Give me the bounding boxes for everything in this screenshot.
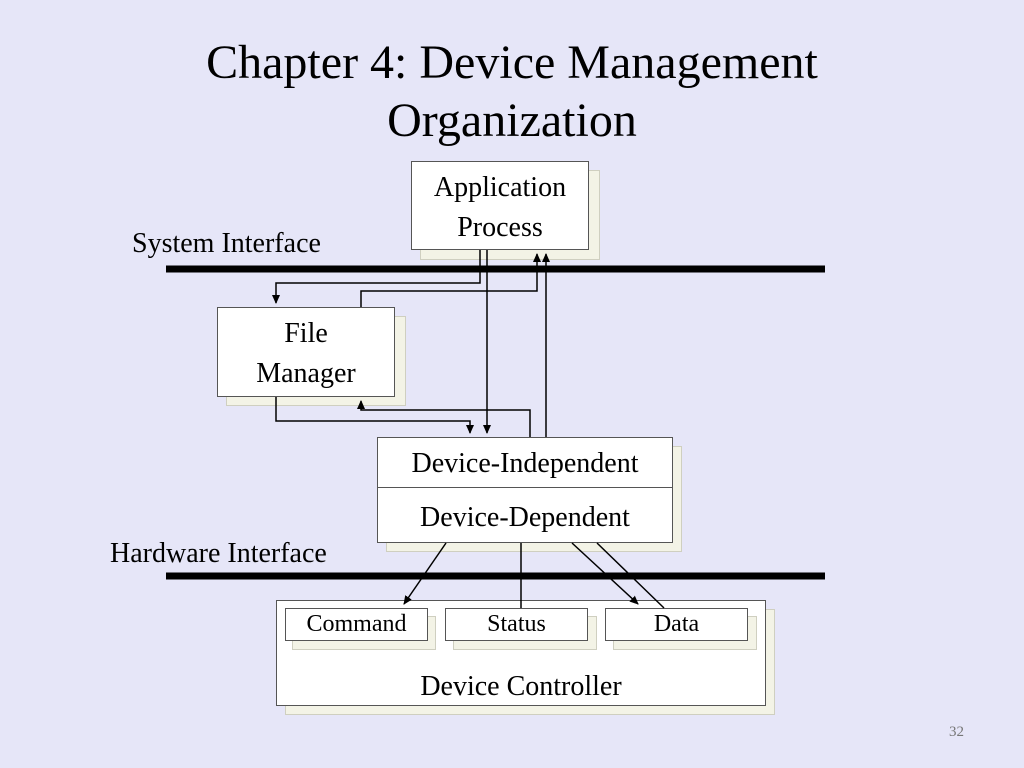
data-register: Data [605, 608, 748, 641]
file-manager-line-2: Manager [256, 358, 356, 389]
driver-to-data-arrow [571, 542, 639, 605]
system-interface-label: System Interface [132, 228, 321, 259]
page-number: 32 [949, 724, 964, 740]
application-process-line-2: Process [457, 212, 543, 243]
title-line-2: Organization [387, 94, 637, 147]
slide-title: Chapter 4: Device Management Organizatio… [0, 34, 1024, 150]
app-to-file-manager-arrow [272, 250, 481, 304]
file-manager-line-1: File [284, 318, 328, 349]
file-manager-box: File Manager [217, 307, 395, 397]
driver-to-file-manager-arrow [357, 400, 531, 437]
file-manager-to-app-arrow [360, 253, 541, 307]
driver-layer-divider [378, 487, 672, 488]
device-controller-label: Device Controller [420, 671, 622, 702]
data-to-driver-line [596, 542, 665, 609]
device-independent-layer: Device-Independent [411, 448, 639, 479]
device-dependent-layer: Device-Dependent [420, 502, 630, 533]
hardware-interface-label: Hardware Interface [110, 538, 327, 569]
device-driver-box: Device-Independent Device-Dependent [377, 437, 673, 543]
title-line-1: Chapter 4: Device Management [206, 36, 818, 89]
status-register: Status [445, 608, 588, 641]
command-register: Command [285, 608, 428, 641]
driver-to-command-arrow [403, 542, 447, 605]
file-manager-to-driver-arrow [275, 397, 474, 434]
application-process-box: Application Process [411, 161, 589, 250]
application-process-line-1: Application [433, 172, 567, 203]
